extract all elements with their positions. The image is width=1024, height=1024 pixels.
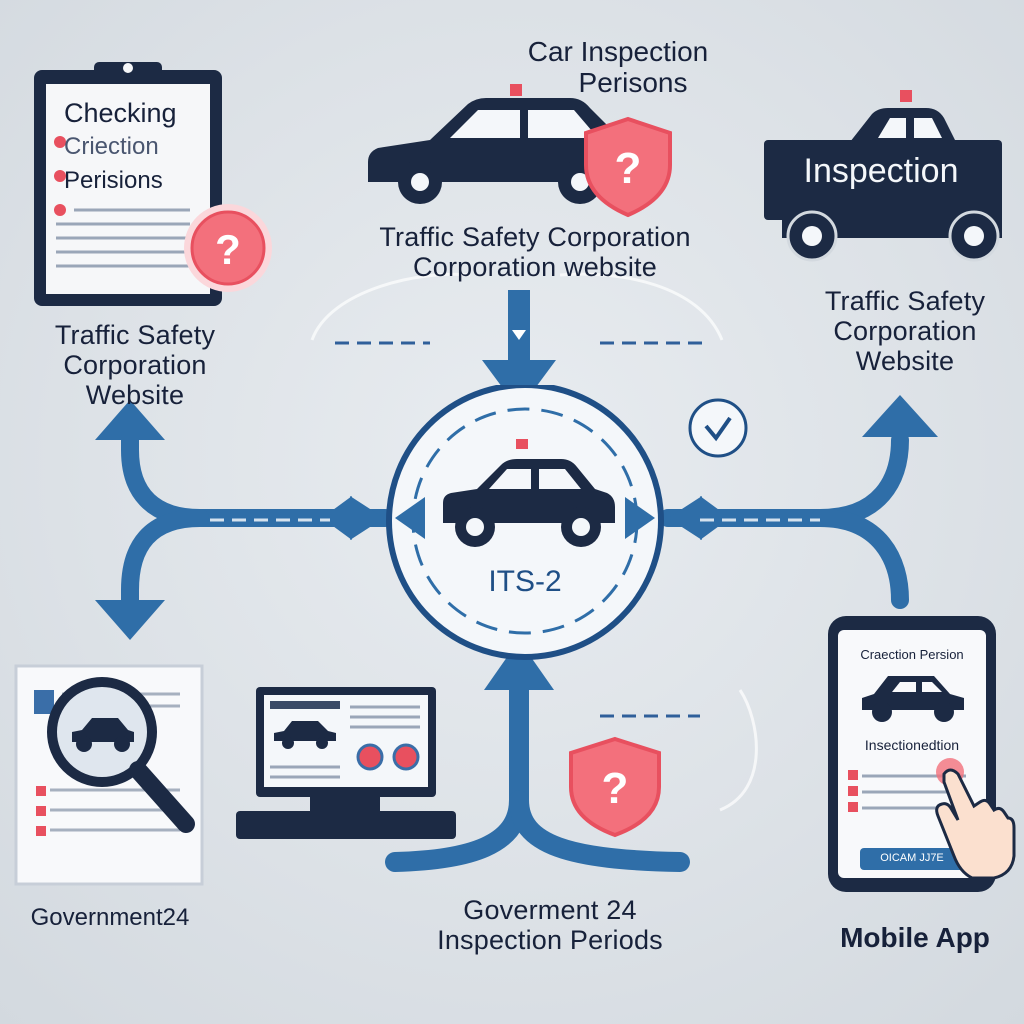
clipboard-bullets xyxy=(54,136,66,216)
magnifier-icon xyxy=(47,677,195,833)
inspection-truck xyxy=(764,90,1002,262)
question-badge-icon: ? xyxy=(184,204,272,292)
clipboard-text: Checking Criection Perisions xyxy=(64,98,177,194)
laptop-device xyxy=(236,687,456,839)
svg-text:?: ? xyxy=(215,226,241,273)
faint-connectors xyxy=(310,272,758,812)
document-magnifier xyxy=(14,664,204,886)
svg-text:?: ? xyxy=(615,144,642,193)
top-title: Car Inspection Perisons xyxy=(527,36,709,99)
right-arrowheads xyxy=(668,395,938,540)
top-left-label: Traffic Safety Corporation Website xyxy=(54,320,216,411)
bottom-center-label: Goverment 24 Inspection Periods xyxy=(437,895,663,956)
central-hub xyxy=(386,385,664,660)
bottom-left-label: Government24 xyxy=(30,904,190,931)
hub-label: ITS-2 xyxy=(488,565,562,598)
clipboard-card xyxy=(34,62,222,306)
check-circle-icon xyxy=(688,398,748,458)
left-flow-arrows xyxy=(121,421,394,619)
phone-caption: Insectionedtion xyxy=(864,737,960,753)
phone-button[interactable]: OICAM JJ7E xyxy=(880,852,944,864)
phone-header: Craection Persion xyxy=(860,647,964,662)
truck-sign: Inspection xyxy=(803,152,959,190)
dashed-guides xyxy=(210,341,820,718)
question-shield-icon: ? xyxy=(584,116,672,218)
hub-car-icon xyxy=(443,439,615,547)
bottom-question-shield-icon: ? xyxy=(569,736,661,838)
pointing-hand-icon xyxy=(935,758,1016,880)
top-center-label: Traffic Safety Corporation Corporation w… xyxy=(379,222,691,283)
bottom-flow-arrow xyxy=(385,680,690,872)
right-flow-arrows xyxy=(659,431,909,609)
bottom-right-label: Mobile App xyxy=(840,922,990,953)
top-right-label: Traffic Safety Corporation Website xyxy=(824,286,986,377)
left-arrowheads xyxy=(95,400,384,640)
svg-text:?: ? xyxy=(602,764,629,813)
